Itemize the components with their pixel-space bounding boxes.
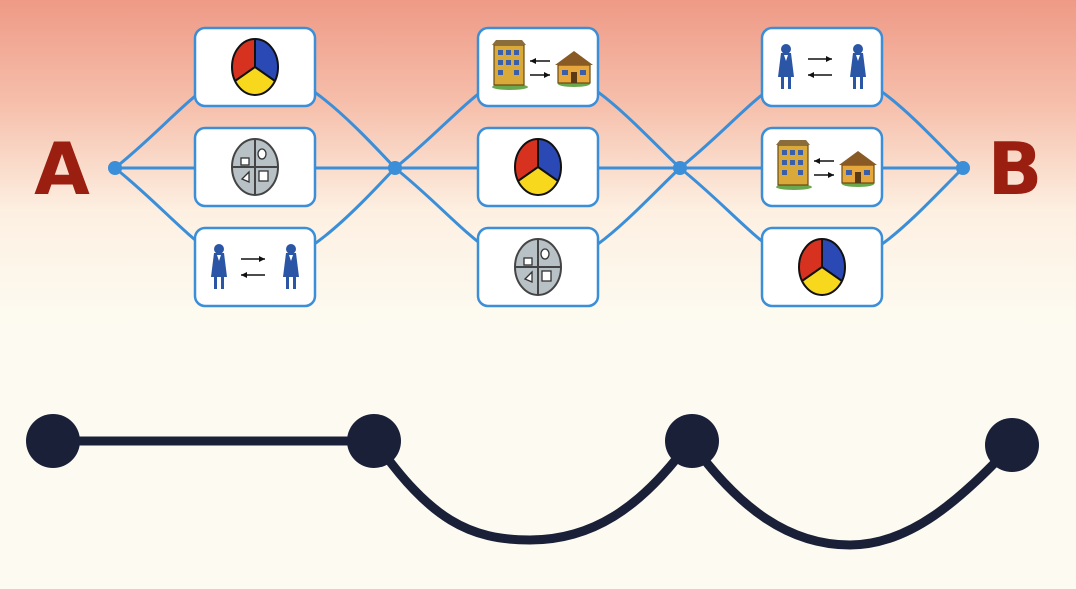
node-junction-1 xyxy=(388,161,402,175)
path-node-1 xyxy=(26,414,80,468)
pie-chart-icon xyxy=(797,237,846,297)
stage-2-option-2[interactable] xyxy=(476,126,600,208)
node-junction-2 xyxy=(673,161,687,175)
node-start xyxy=(108,161,122,175)
path-node-3 xyxy=(665,414,719,468)
stage-1-option-3[interactable] xyxy=(193,226,317,308)
stage-1-option-2[interactable] xyxy=(193,126,317,208)
end-label: B xyxy=(988,127,1043,211)
stage-1-option-1[interactable] xyxy=(193,26,317,108)
stage-3-option-3[interactable] xyxy=(760,226,884,308)
stage-3-option-2[interactable] xyxy=(760,126,884,208)
path-segment-curve-1 xyxy=(370,436,695,545)
pie-chart-icon xyxy=(230,37,279,97)
path-segment-curve-2 xyxy=(685,436,1017,550)
node-end xyxy=(956,161,970,175)
path-node-2 xyxy=(347,414,401,468)
stage-2-option-1[interactable] xyxy=(476,26,600,108)
pie-chart-icon xyxy=(513,137,562,197)
shapes-oval-icon xyxy=(231,138,279,196)
chosen-path xyxy=(26,414,1039,550)
path-node-4 xyxy=(985,418,1039,472)
shapes-oval-icon xyxy=(514,238,562,296)
start-label: A xyxy=(34,127,90,211)
stage-3-option-1[interactable] xyxy=(760,26,884,108)
stage-2-option-3[interactable] xyxy=(476,226,600,308)
route-nodes xyxy=(108,161,970,175)
